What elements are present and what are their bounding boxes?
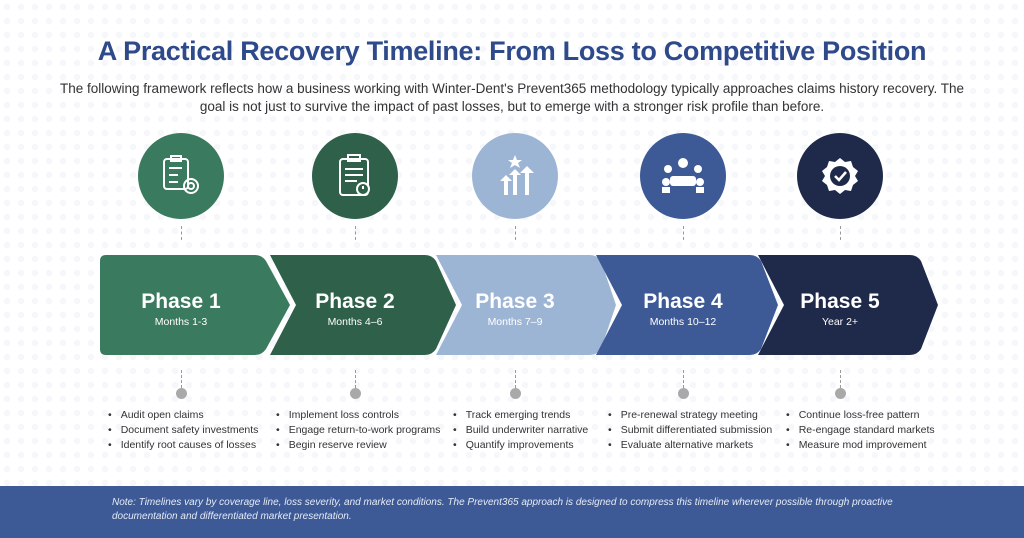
meeting-icon: [662, 158, 704, 193]
phase-2-chevron: [270, 255, 456, 355]
list-item: Pre-renewal strategy meeting: [608, 408, 772, 423]
timeline-dot: [678, 388, 689, 399]
connector: [683, 370, 684, 388]
timeline-dot: [835, 388, 846, 399]
phase-2-period: Months 4–6: [327, 316, 383, 328]
phase-4-tasks: Pre-renewal strategy meeting Submit diff…: [608, 408, 773, 453]
phase-2-circle: [312, 133, 398, 219]
phase-3-title: Phase 3: [475, 290, 555, 313]
list-item: Track emerging trends: [453, 408, 588, 423]
connector: [181, 370, 182, 388]
list-item: Document safety investments: [108, 423, 259, 438]
phase-5-chevron: [758, 255, 938, 355]
phase-4-chevron: [596, 255, 778, 355]
phase-3-chevron: [436, 255, 616, 355]
phase-1-circle: [138, 133, 224, 219]
list-item: Audit open claims: [108, 408, 258, 423]
list-item: Submit differentiated submission: [608, 423, 773, 438]
phase-1-title: Phase 1: [141, 290, 221, 313]
timeline-chevrons: [100, 255, 938, 355]
arrows-up-star-icon: [500, 155, 534, 195]
list-item: Re-engage standard markets: [786, 423, 935, 438]
phase-5-circle: [797, 133, 883, 219]
connector: [355, 370, 356, 388]
phase-1-period: Months 1-3: [154, 316, 208, 328]
timeline-dot: [510, 388, 521, 399]
page-title: A Practical Recovery Timeline: From Loss…: [97, 36, 927, 66]
clipboard-gear-icon: [163, 155, 199, 194]
footer-bar: [0, 486, 1024, 538]
phase-4-circle: [640, 133, 726, 219]
list-item: Implement loss controls: [276, 408, 440, 423]
connector: [840, 370, 841, 388]
connector: [355, 226, 356, 240]
phase-1-tasks: Audit open claims Document safety invest…: [108, 408, 259, 453]
badge-check-icon: [822, 158, 858, 194]
list-item: Build underwriter narrative: [453, 423, 589, 438]
list-item: Continue loss-free pattern: [786, 408, 935, 423]
timeline-dot: [350, 388, 361, 399]
list-item: Quantify improvements: [453, 438, 588, 453]
phase-2-title: Phase 2: [315, 290, 395, 313]
clipboard-clock-icon: [339, 154, 370, 196]
phase-4-period: Months 10–12: [649, 316, 717, 328]
list-item: Engage return-to-work programs: [276, 423, 441, 438]
phase-5-tasks: Continue loss-free pattern Re-engage sta…: [786, 408, 935, 453]
phase-3-circle: [472, 133, 558, 219]
phase-3-period: Months 7–9: [487, 316, 543, 328]
phase-3-tasks: Track emerging trends Build underwriter …: [453, 408, 589, 453]
connector: [683, 226, 684, 240]
phase-4-title: Phase 4: [643, 290, 723, 313]
footer-note: Note: Timelines vary by coverage line, l…: [112, 497, 893, 522]
list-item: Evaluate alternative markets: [608, 438, 772, 453]
connector: [840, 226, 841, 240]
subtitle: The following framework reflects how a b…: [60, 81, 964, 114]
list-item: Measure mod improvement: [786, 438, 935, 453]
list-item: Identify root causes of losses: [108, 438, 258, 453]
phase-2-tasks: Implement loss controls Engage return-to…: [276, 408, 441, 453]
phase-1-chevron: [100, 255, 290, 355]
connector: [181, 226, 182, 240]
phase-5-period: Year 2+: [821, 316, 859, 328]
timeline-dot: [176, 388, 187, 399]
connector: [515, 226, 516, 240]
phase-5-title: Phase 5: [800, 290, 880, 313]
list-item: Begin reserve review: [276, 438, 440, 453]
connector: [515, 370, 516, 388]
